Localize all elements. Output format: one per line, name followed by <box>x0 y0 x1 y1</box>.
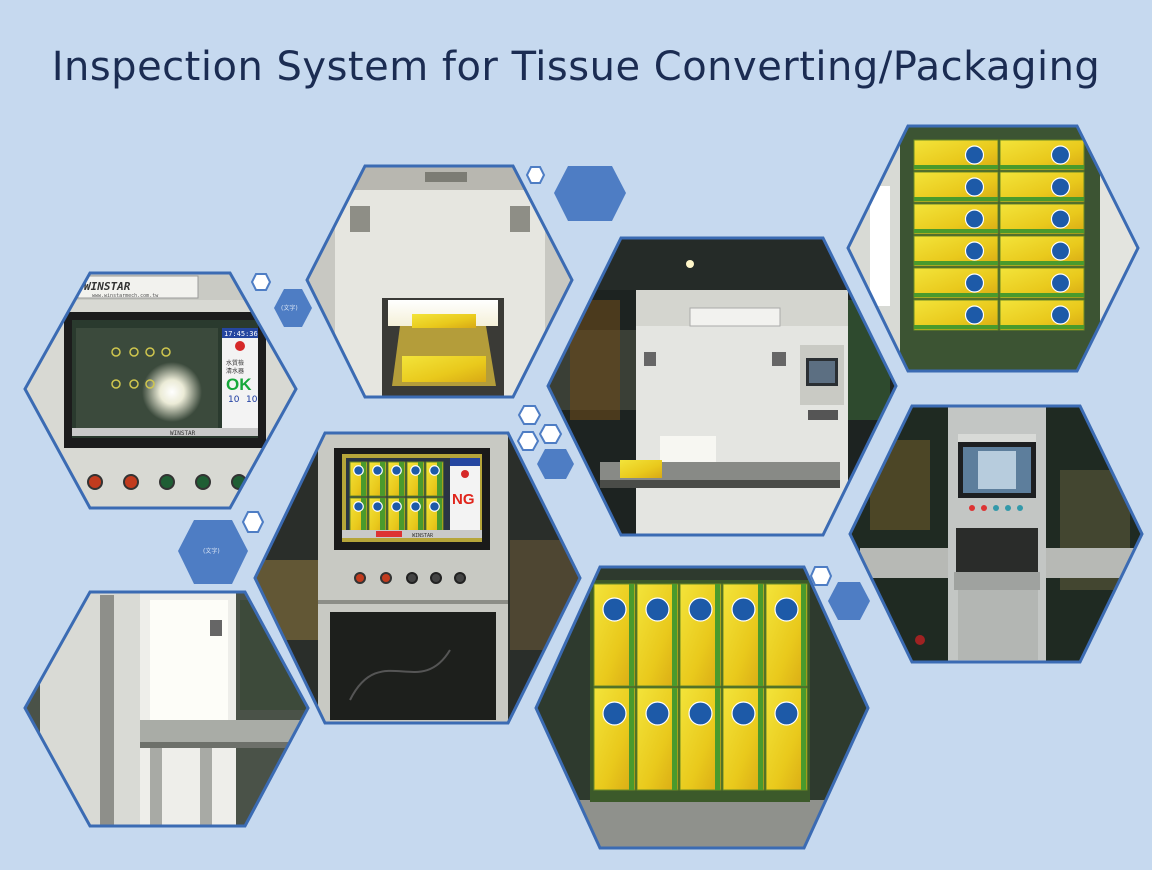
tissue-pack-logo <box>1050 241 1071 261</box>
tissue-pack-logo <box>964 177 985 197</box>
tissue-pack-logo <box>391 501 402 512</box>
hex-outline-small <box>809 566 833 586</box>
photo-control-panel: WINSTAR www.winstarmech.com.tw 17:45:36 … <box>23 271 298 510</box>
tissue-pack <box>679 687 722 791</box>
decorative-hexagons: (文字) (文字) <box>178 166 870 620</box>
tissue-pack <box>765 687 808 791</box>
tissue-pack-logo <box>774 701 799 726</box>
svg-text:水質檢: 水質檢 <box>226 359 244 367</box>
photo-tissue-packs-wrapped <box>846 124 1140 373</box>
cabinet-bezel-brand: WINSTAR <box>412 533 434 539</box>
panel-counter-1: 10 <box>228 395 240 405</box>
tissue-pack-logo <box>1050 273 1071 293</box>
slide-title: Inspection System for Tissue Converting/… <box>51 44 1101 90</box>
cabinet-ng-status: NG <box>452 491 475 508</box>
tissue-pack-logo <box>1050 177 1071 197</box>
tissue-pack-logo <box>964 145 985 165</box>
tissue-pack-logo <box>391 465 402 476</box>
tissue-pack-logo <box>645 701 670 726</box>
hex-caption-2 <box>178 520 248 584</box>
tissue-pack-logo <box>353 465 364 476</box>
tissue-pack-logo <box>602 597 627 622</box>
tissue-pack-logo <box>688 701 713 726</box>
panel-clock: 17:45:36 <box>224 330 258 338</box>
hex-outline-small <box>516 431 540 451</box>
tissue-pack-logo <box>410 501 421 512</box>
photo-lit-tunnel <box>23 590 310 828</box>
tissue-pack <box>593 583 636 687</box>
photo-inspection-tunnel <box>305 164 574 399</box>
hex-caption-1 <box>274 289 312 327</box>
caption-2-text: (文字) <box>203 547 220 555</box>
tissue-pack-logo <box>688 597 713 622</box>
tissue-pack-logo <box>964 305 985 325</box>
tissue-pack-logo <box>731 701 756 726</box>
tissue-pack-logo <box>353 501 364 512</box>
panel-brand-label: WINSTAR <box>84 280 131 293</box>
tissue-pack-logo <box>964 273 985 293</box>
tissue-pack-logo <box>731 597 756 622</box>
tissue-pack-logo <box>1050 209 1071 229</box>
cabinet-buttons-row <box>354 572 466 584</box>
tissue-pack-logo <box>1050 145 1071 165</box>
caption-1-text: (文字) <box>281 304 298 312</box>
hex-outline-small <box>241 511 265 533</box>
tissue-pack-logo <box>774 597 799 622</box>
tissue-pack-logo <box>645 597 670 622</box>
tissue-pack-logo <box>602 701 627 726</box>
panel-bezel-brand: WINSTAR <box>170 430 196 437</box>
hex-filled-large <box>554 166 626 221</box>
tissue-pack-logo <box>410 465 421 476</box>
panel-buttons-row <box>87 474 247 490</box>
tissue-pack-logo <box>429 465 440 476</box>
tissue-pack-logo <box>429 501 440 512</box>
tissue-pack-logo <box>372 501 383 512</box>
hex-outline-small <box>517 405 542 425</box>
hex-outline-small <box>538 424 563 444</box>
panel-url-label: www.winstarmech.com.tw <box>92 293 159 299</box>
hex-filled-medium <box>828 582 870 620</box>
photo-tissue-packs-closeup <box>534 565 870 850</box>
tissue-pack-logo <box>964 241 985 261</box>
tissue-pack-logo <box>964 209 985 229</box>
photo-monitor-cabinet: NG WINSTAR <box>253 431 582 725</box>
tissue-pack-logo <box>1050 305 1071 325</box>
hex-outline-small <box>525 166 546 184</box>
panel-counter-2: 10 <box>246 395 258 405</box>
photo-kiosk-cabinet <box>848 404 1144 664</box>
hex-outline-small <box>250 273 272 291</box>
svg-text:清水器: 清水器 <box>226 367 244 375</box>
tissue-pack-logo <box>372 465 383 476</box>
photo-inspection-machine <box>546 236 898 537</box>
panel-ok-status: OK <box>226 375 252 394</box>
hex-filled-medium <box>537 449 574 479</box>
